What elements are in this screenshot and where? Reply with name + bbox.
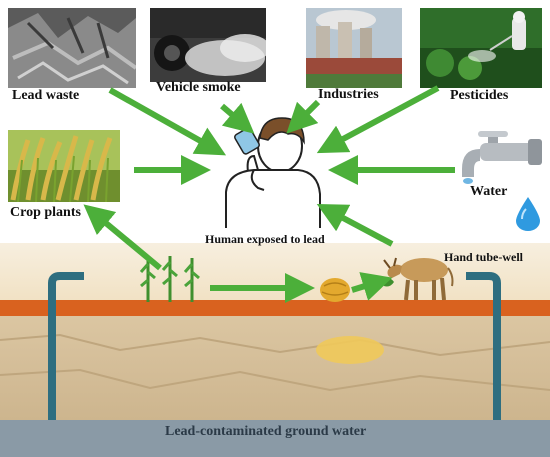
arrow-lead-waste	[108, 87, 227, 156]
arrow-vehicle-smoke	[220, 102, 255, 134]
water-droplet-icon	[516, 197, 540, 231]
label-hand-tubewell: Hand tube-well	[444, 250, 524, 264]
crop-plants-photo	[8, 130, 120, 202]
sprouting-plants	[139, 256, 200, 302]
lead-waste-photo	[8, 8, 136, 88]
fodder-ball	[320, 278, 350, 302]
scrap-metal-image	[8, 8, 136, 88]
industries-photo	[306, 8, 402, 88]
label-vehicle-smoke: Vehicle smoke	[156, 80, 241, 95]
factory-image	[306, 8, 402, 88]
exhaust-image	[150, 8, 266, 82]
label-pesticides: Pesticides	[450, 88, 509, 103]
vehicle-smoke-photo	[150, 8, 266, 82]
rice-field-image	[8, 130, 120, 202]
label-water: Water	[470, 184, 508, 199]
arrow-industries	[286, 99, 321, 134]
label-crop-plants: Crop plants	[10, 205, 81, 220]
arrow-cow-to-human	[316, 203, 394, 247]
pesticides-photo	[420, 8, 542, 88]
label-groundwater: Lead-contaminated ground water	[165, 424, 367, 439]
label-industries: Industries	[318, 87, 379, 102]
label-human-exposed: Human exposed to lead	[205, 232, 325, 246]
arrow-fodder-to-cow	[351, 272, 393, 301]
faucet-icon	[462, 131, 542, 184]
arrow-pesticides	[316, 85, 440, 154]
label-lead-waste: Lead waste	[12, 88, 80, 103]
spraying-image	[420, 8, 542, 88]
arrow-roots-to-crops	[83, 204, 162, 271]
